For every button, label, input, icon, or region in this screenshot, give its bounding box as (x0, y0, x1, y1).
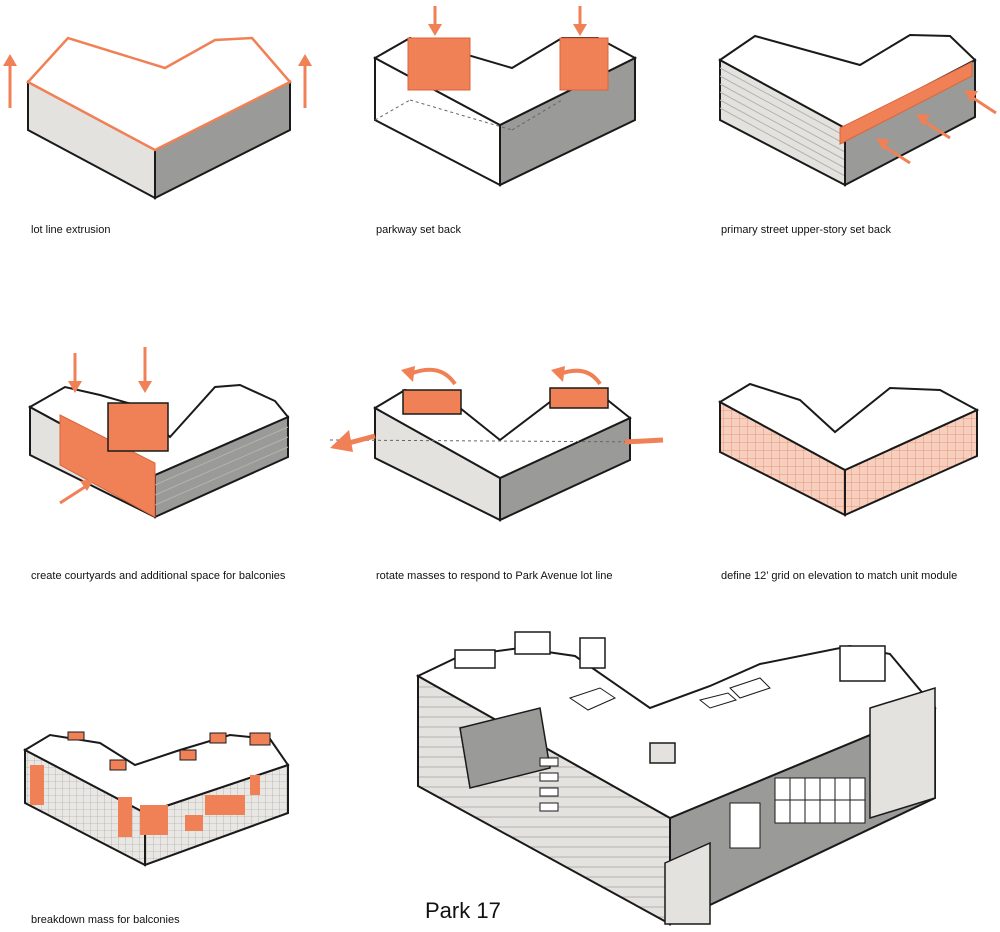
diagram-rotate-masses (325, 360, 665, 535)
caption-primary-street-set-back: primary street upper-story set back (721, 224, 891, 236)
caption-rotate-masses: rotate masses to respond to Park Avenue … (376, 570, 612, 582)
caption-create-courtyards: create courtyards and additional space f… (31, 570, 285, 582)
final-title: Park 17 (425, 898, 501, 924)
caption-define-grid: define 12’ grid on elevation to match un… (721, 570, 957, 582)
caption-breakdown-mass: breakdown mass for balconies (31, 914, 180, 926)
diagram-lot-line-extrusion (0, 20, 330, 200)
diagram-parkway-set-back (340, 0, 670, 200)
diagram-create-courtyards (20, 345, 310, 525)
caption-lot-line-extrusion: lot line extrusion (31, 224, 111, 236)
diagram-final-massing (410, 628, 970, 928)
diagram-breakdown-mass (20, 725, 300, 875)
caption-parkway-set-back: parkway set back (376, 224, 461, 236)
diagram-define-grid (715, 370, 985, 530)
diagram-primary-street-set-back (700, 20, 1000, 190)
